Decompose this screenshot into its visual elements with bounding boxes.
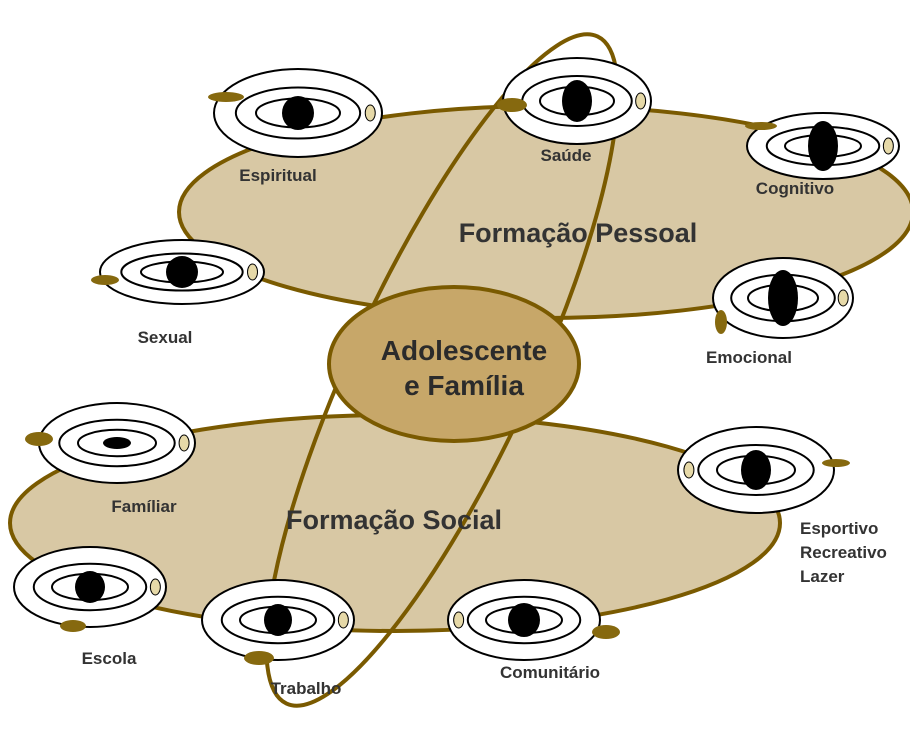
moon-sexual — [247, 263, 259, 281]
label-lazer: Lazer — [800, 567, 845, 586]
label-comunitario: Comunitário — [500, 663, 600, 682]
satellite-cognitivo — [745, 122, 777, 130]
inner-orbit-familiar — [77, 428, 157, 458]
satellite-esportivo — [822, 459, 850, 467]
planet-trabalho — [264, 604, 292, 636]
orbit-system-saude — [497, 57, 652, 145]
planet-sexual — [166, 256, 198, 288]
social-formation-title: Formação Social — [286, 505, 502, 535]
label-cognitivo: Cognitivo — [756, 179, 834, 198]
middle-orbit-trabalho — [220, 595, 336, 645]
moon-esportivo — [683, 461, 695, 479]
middle-orbit-espiritual — [234, 86, 362, 140]
orbit-system-escola — [13, 546, 167, 632]
label-espiritual: Espiritual — [239, 166, 316, 185]
planet-comunitario — [508, 603, 540, 637]
label-saude: Saúde — [540, 146, 591, 165]
satellite-comunitario — [592, 625, 620, 639]
orbit-system-espiritual — [208, 68, 383, 158]
moon-comunitario — [453, 611, 465, 629]
label-esportivo: Esportivo — [800, 519, 878, 538]
satellite-trabalho — [244, 651, 274, 665]
orbit-system-esportivo — [677, 426, 850, 514]
moon-cognitivo — [882, 137, 894, 155]
middle-orbit-sexual — [120, 252, 244, 292]
label-emocional: Emocional — [706, 348, 792, 367]
middle-orbit-escola — [32, 562, 148, 612]
center-node — [327, 285, 581, 443]
personal-formation-title: Formação Pessoal — [459, 218, 698, 248]
center-label-line1: Adolescente — [381, 335, 548, 366]
moon-emocional — [837, 289, 849, 307]
planet-emocional — [768, 270, 798, 326]
orbit-system-cognitivo — [745, 112, 900, 180]
moon-espiritual — [364, 104, 376, 122]
satellite-sexual — [91, 275, 119, 285]
moon-escola — [149, 578, 161, 596]
orbit-system-emocional — [712, 257, 854, 339]
planet-saude — [562, 80, 592, 122]
label-escola: Escola — [82, 649, 137, 668]
satellite-familiar — [25, 432, 53, 446]
planet-espiritual — [282, 96, 314, 130]
moon-trabalho — [337, 611, 349, 629]
satellite-escola — [60, 620, 86, 632]
orbit-system-sexual — [91, 239, 265, 305]
planet-escola — [75, 571, 105, 603]
middle-orbit-esportivo — [697, 444, 815, 496]
orbit-system-trabalho — [201, 579, 355, 665]
planet-cognitivo — [808, 121, 838, 171]
label-recreativo: Recreativo — [800, 543, 887, 562]
satellite-espiritual — [208, 92, 244, 102]
moon-familiar — [178, 434, 190, 452]
center-label-line2: e Família — [404, 370, 524, 401]
orbit-system-familiar — [25, 402, 196, 484]
satellite-saude — [497, 98, 527, 112]
planet-familiar — [103, 437, 131, 449]
orbit-system-comunitario — [447, 579, 620, 661]
moon-saude — [635, 92, 647, 110]
label-trabalho: Trabalho — [271, 679, 342, 698]
label-sexual: Sexual — [138, 328, 193, 347]
label-familiar: Famíliar — [111, 497, 177, 516]
satellite-emocional — [715, 310, 727, 334]
planet-esportivo — [741, 450, 771, 490]
middle-orbit-familiar — [58, 418, 176, 468]
middle-orbit-comunitario — [466, 595, 582, 645]
